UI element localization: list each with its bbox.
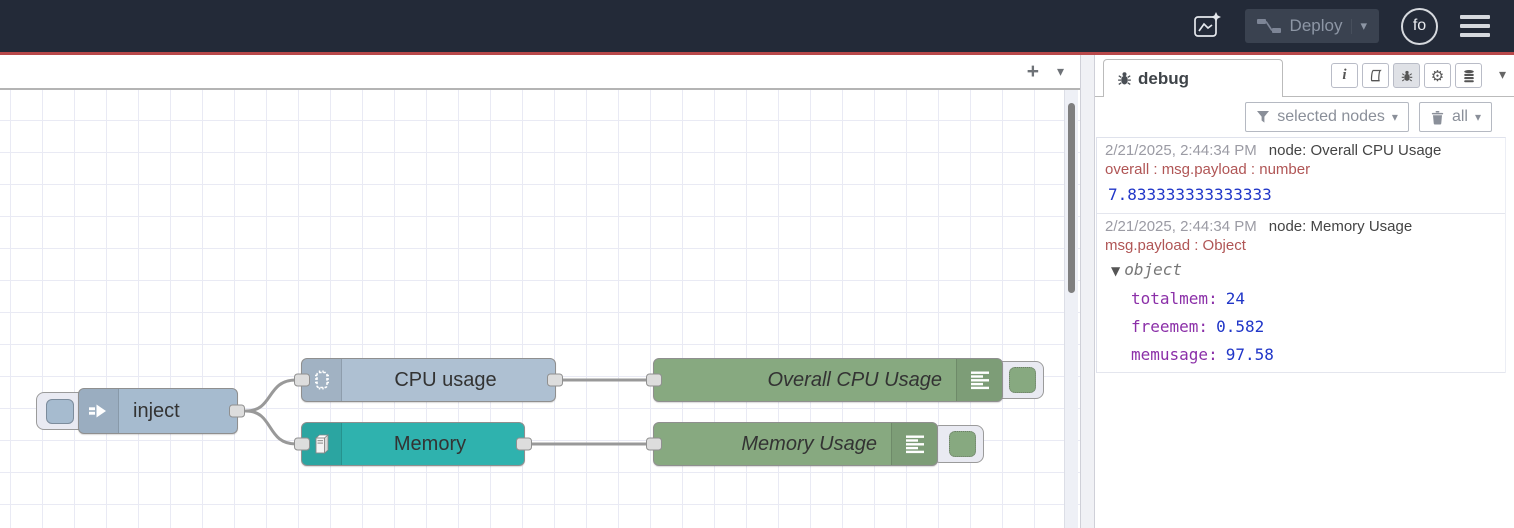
sidebar-tab-buttons: i ⚙ xyxy=(1331,63,1482,88)
ai-assistant-icon[interactable] xyxy=(1191,10,1223,42)
database-icon xyxy=(1463,69,1474,82)
debug-clear-button[interactable]: all ▾ xyxy=(1418,102,1492,132)
node-debug-memory-usage[interactable]: Memory Usage xyxy=(646,422,938,466)
tab-help-button[interactable] xyxy=(1362,63,1389,88)
node-memory[interactable]: Memory xyxy=(294,422,532,466)
message-node-name: node: Overall CPU Usage xyxy=(1268,142,1442,159)
output-port[interactable] xyxy=(516,437,532,451)
clear-caret-icon: ▾ xyxy=(1474,110,1481,124)
node-label: Memory xyxy=(393,432,467,455)
deploy-label: Deploy xyxy=(1289,16,1343,35)
input-port[interactable] xyxy=(294,373,310,387)
inject-arrow-icon xyxy=(79,389,119,433)
object-type-label: object xyxy=(1124,260,1183,279)
inject-trigger-button[interactable] xyxy=(46,399,74,424)
debug-cpu-toggle-button[interactable] xyxy=(1009,367,1036,393)
debug-message: 2/21/2025, 2:44:34 PM node: Overall CPU U… xyxy=(1097,138,1505,214)
message-property-path: overall : msg.payload : number xyxy=(1105,161,1311,178)
debug-mem-toggle-button[interactable] xyxy=(949,431,976,457)
funnel-icon xyxy=(1257,111,1270,123)
canvas-scrollbar-thumb[interactable] xyxy=(1068,103,1075,293)
debug-toggle-tab xyxy=(932,425,984,463)
tab-debug-button[interactable] xyxy=(1393,63,1420,88)
flow-canvas: + ▾ xyxy=(0,55,1080,528)
object-row: ▼object xyxy=(1105,256,1501,285)
output-port[interactable] xyxy=(229,404,245,418)
message-meta: 2/21/2025, 2:44:34 PM node: Overall CPU U… xyxy=(1105,141,1501,160)
tab-debug[interactable]: debug xyxy=(1103,59,1283,97)
collapse-caret-icon[interactable]: ▼ xyxy=(1111,264,1121,278)
wire[interactable] xyxy=(244,378,298,413)
object-property-row: freemem: 0.582 xyxy=(1105,313,1501,341)
debug-console-icon xyxy=(956,359,1002,401)
node-label: CPU usage xyxy=(394,368,497,391)
bug-icon xyxy=(1401,70,1412,81)
flow-list-caret-icon[interactable]: ▾ xyxy=(1056,63,1064,80)
tab-config-button[interactable]: ⚙ xyxy=(1424,63,1451,88)
message-value: 7.833333333333333 xyxy=(1108,185,1272,204)
object-property-row: totalmem: 24 xyxy=(1105,285,1501,313)
message-property-path: msg.payload : Object xyxy=(1105,237,1246,254)
node-debug-overall-cpu[interactable]: Overall CPU Usage xyxy=(646,358,1003,402)
filter-caret-icon: ▾ xyxy=(1391,110,1398,124)
flow-tabbar: + ▾ xyxy=(0,55,1080,90)
deploy-button[interactable]: Deploy ▾ xyxy=(1244,9,1379,43)
node-inject[interactable]: inject xyxy=(78,388,245,434)
input-port[interactable] xyxy=(294,437,310,451)
main-menu-icon[interactable] xyxy=(1460,15,1490,37)
message-timestamp: 2/21/2025, 2:44:34 PM xyxy=(1105,218,1257,235)
deploy-caret-icon[interactable]: ▾ xyxy=(1351,18,1367,34)
user-avatar[interactable]: fo xyxy=(1401,7,1438,45)
debug-toolbar: selected nodes ▾ all ▾ xyxy=(1095,97,1514,137)
header-bar: Deploy ▾ fo xyxy=(0,0,1514,52)
deploy-icon xyxy=(1256,19,1281,33)
tab-context-button[interactable] xyxy=(1455,63,1482,88)
debug-filter-button[interactable]: selected nodes ▾ xyxy=(1245,102,1409,132)
debug-message-list: 2/21/2025, 2:44:34 PM node: Overall CPU U… xyxy=(1096,137,1506,373)
book-icon xyxy=(1370,69,1382,82)
flow-grid[interactable]: inject CPU usage xyxy=(0,90,1080,528)
wire[interactable] xyxy=(244,409,298,446)
input-port[interactable] xyxy=(646,437,662,451)
wires-layer xyxy=(244,378,650,446)
debug-filter-label: selected nodes xyxy=(1277,108,1385,125)
trash-icon xyxy=(1431,110,1444,124)
sidebar-splitter[interactable] xyxy=(1080,55,1095,528)
node-cpu-usage[interactable]: CPU usage xyxy=(294,358,563,402)
object-property-row: memusage: 97.58 xyxy=(1105,341,1501,369)
output-port[interactable] xyxy=(547,373,563,387)
message-meta: 2/21/2025, 2:44:34 PM node: Memory Usage xyxy=(1105,217,1501,236)
workspace: + ▾ xyxy=(0,55,1514,528)
property-key: freemem: xyxy=(1131,317,1209,336)
object-tree: ▼object totalmem: 24 freemem: 0.582 memusa… xyxy=(1105,256,1501,369)
bug-icon xyxy=(1118,72,1131,85)
add-flow-button[interactable]: + xyxy=(1026,60,1039,83)
property-key: memusage: xyxy=(1131,345,1218,364)
sidebar: debug i ⚙ xyxy=(1095,55,1514,528)
input-port[interactable] xyxy=(646,373,662,387)
header-accent-line xyxy=(0,52,1514,55)
debug-console-icon xyxy=(891,423,937,465)
inject-button-tab xyxy=(36,392,86,430)
tab-debug-label: debug xyxy=(1138,68,1189,88)
message-timestamp: 2/21/2025, 2:44:34 PM xyxy=(1105,142,1257,159)
tab-info-button[interactable]: i xyxy=(1331,63,1358,88)
message-node-name: node: Memory Usage xyxy=(1268,218,1413,235)
node-label: inject xyxy=(133,399,180,422)
property-value: 97.58 xyxy=(1225,345,1274,364)
sidebar-tabbar: debug i ⚙ xyxy=(1095,55,1514,97)
debug-clear-label: all xyxy=(1451,108,1468,125)
property-value: 24 xyxy=(1225,289,1245,308)
node-label: Memory Usage xyxy=(741,432,877,455)
property-key: totalmem: xyxy=(1131,289,1218,308)
property-value: 0.582 xyxy=(1216,317,1265,336)
sidebar-tabs-caret-icon[interactable]: ▾ xyxy=(1498,67,1506,83)
node-label: Overall CPU Usage xyxy=(767,368,942,391)
